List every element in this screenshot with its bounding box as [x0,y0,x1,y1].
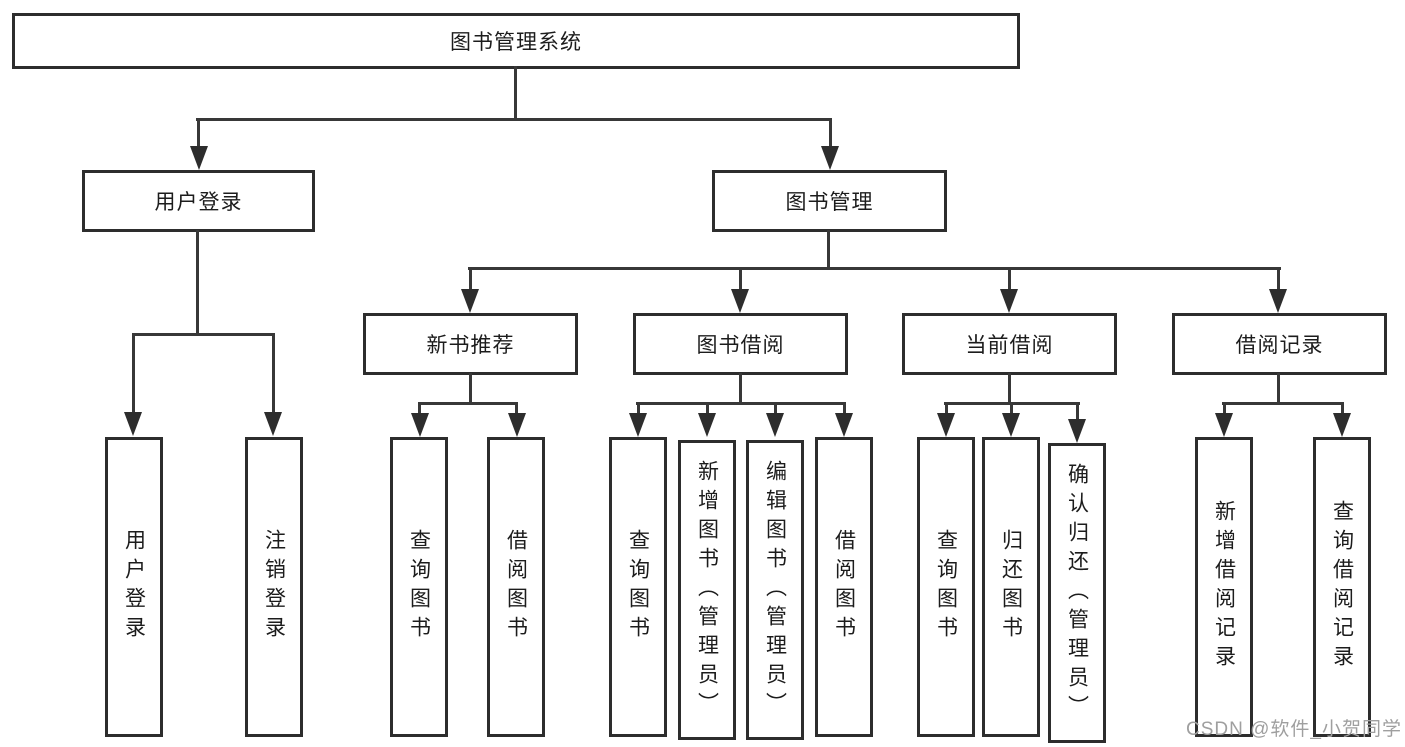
connector-drop-br-add [1223,402,1226,416]
arrowhead-br-add-icon [1215,413,1233,437]
arrowhead-nb-query-icon [411,413,429,437]
connector-drop-bb-borrow [843,402,846,416]
arrowhead-new-book-icon [461,289,479,313]
connector-drop-login-leaf [132,333,135,413]
node-new-book-recommend-label: 新书推荐 [426,334,515,357]
connector-drop-bb-edit [774,402,777,416]
arrowhead-current-borrow-icon [1000,289,1018,313]
arrowhead-bb-edit-icon [766,413,784,437]
arrowhead-bb-query-icon [629,413,647,437]
connector-drop-user-login [197,118,200,148]
leaf-bb-query-book-label: 查询图书 [626,529,650,645]
node-borrow-records-label: 借阅记录 [1235,334,1324,357]
csdn-watermark: CSDN @软件_小贺同学 [1186,719,1402,740]
leaf-cb-confirm-return-admin: 确认归还（管理员） [1048,443,1106,743]
leaf-cb-query-book: 查询图书 [917,437,975,737]
connector-drop-br-query [1341,402,1344,416]
node-book-borrow: 图书借阅 [633,313,848,375]
node-book-borrow-label: 图书借阅 [696,334,785,357]
leaf-bb-add-book-admin: 新增图书（管理员） [678,440,736,740]
arrowhead-br-query-icon [1333,413,1351,437]
node-user-login: 用户登录 [82,170,315,232]
leaf-bb-borrow-book-label: 借阅图书 [832,529,856,645]
arrowhead-user-login-icon [190,146,208,170]
leaf-nb-query-book-label: 查询图书 [407,529,431,645]
arrowhead-cb-return-icon [1002,413,1020,437]
connector-current-borrow-vline [1008,373,1011,405]
node-book-management-label: 图书管理 [785,191,874,214]
connector-drop-borrow-records [1277,267,1280,292]
connector-book-borrow-hline [636,402,846,405]
connector-book-mgmt-vline [827,230,830,270]
arrowhead-cb-query-icon [937,413,955,437]
connector-drop-current-borrow [1008,267,1011,292]
connector-new-book-hline [418,402,518,405]
node-current-borrow-label: 当前借阅 [965,334,1054,357]
leaf-bb-edit-book-admin: 编辑图书（管理员） [746,440,804,740]
node-current-borrow: 当前借阅 [902,313,1117,375]
leaf-bb-borrow-book: 借阅图书 [815,437,873,737]
leaf-user-login-label: 用户登录 [122,529,146,645]
leaf-user-login: 用户登录 [105,437,163,737]
connector-drop-book-management [829,118,832,148]
arrowhead-bb-borrow-icon [835,413,853,437]
arrowhead-book-borrow-icon [731,289,749,313]
leaf-logout: 注销登录 [245,437,303,737]
connector-level2-hline [196,118,832,121]
leaf-cb-query-book-label: 查询图书 [934,529,958,645]
arrowhead-login-leaf-icon [124,412,142,436]
leaf-nb-query-book: 查询图书 [390,437,448,737]
connector-user-login-hline [132,333,275,336]
leaf-bb-edit-book-admin-label: 编辑图书（管理员） [763,459,787,721]
arrowhead-borrow-records-icon [1269,289,1287,313]
connector-drop-bb-add [706,402,709,416]
connector-borrow-records-vline [1277,373,1280,405]
connector-drop-nb-query [418,402,421,416]
leaf-br-query-record: 查询借阅记录 [1313,437,1371,737]
connector-drop-cb-query [945,402,948,416]
arrowhead-book-management-icon [821,146,839,170]
node-book-management: 图书管理 [712,170,947,232]
node-library-management-system-label: 图书管理系统 [450,31,582,54]
arrowhead-logout-leaf-icon [264,412,282,436]
leaf-cb-return-book: 归还图书 [982,437,1040,737]
node-library-management-system: 图书管理系统 [12,13,1020,69]
connector-borrow-records-hline [1222,402,1344,405]
connector-user-login-vline [196,230,199,336]
connector-drop-logout-leaf [272,333,275,413]
leaf-br-add-record: 新增借阅记录 [1195,437,1253,737]
leaf-bb-query-book: 查询图书 [609,437,667,737]
connector-level3-hline [468,267,1281,270]
node-borrow-records: 借阅记录 [1172,313,1387,375]
connector-drop-new-book [469,267,472,292]
leaf-logout-label: 注销登录 [262,529,286,645]
node-user-login-label: 用户登录 [154,191,243,214]
leaf-nb-borrow-book: 借阅图书 [487,437,545,737]
arrowhead-bb-add-icon [698,413,716,437]
connector-new-book-vline [469,373,472,405]
connector-drop-book-borrow [739,267,742,292]
arrowhead-nb-borrow-icon [508,413,526,437]
leaf-br-add-record-label: 新增借阅记录 [1212,500,1236,674]
node-new-book-recommend: 新书推荐 [363,313,578,375]
leaf-br-query-record-label: 查询借阅记录 [1330,500,1354,674]
connector-root-vline [514,66,517,120]
connector-drop-nb-borrow [515,402,518,416]
connector-drop-bb-query [637,402,640,416]
connector-drop-cb-confirm [1076,402,1079,422]
arrowhead-cb-confirm-icon [1068,419,1086,443]
connector-drop-cb-return [1010,402,1013,416]
leaf-nb-borrow-book-label: 借阅图书 [504,529,528,645]
leaf-bb-add-book-admin-label: 新增图书（管理员） [695,459,719,721]
leaf-cb-confirm-return-admin-label: 确认归还（管理员） [1065,462,1089,724]
connector-book-borrow-vline [739,373,742,405]
leaf-cb-return-book-label: 归还图书 [999,529,1023,645]
